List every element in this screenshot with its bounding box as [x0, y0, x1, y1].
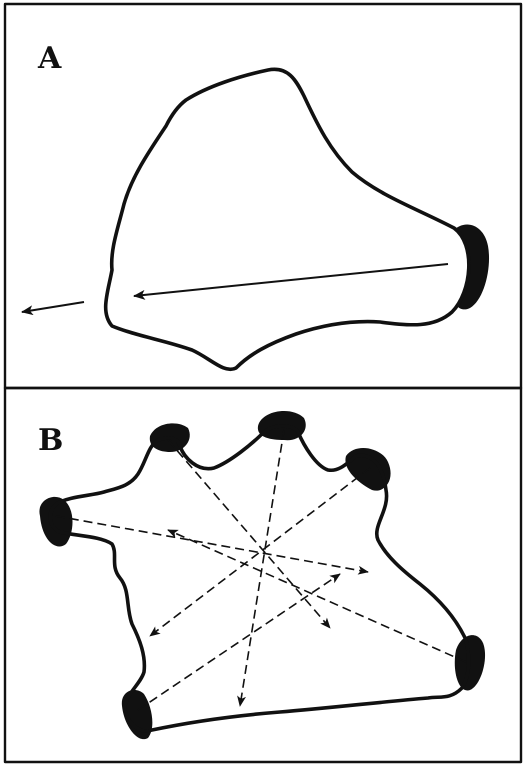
panel-b-frame — [5, 388, 521, 762]
migration-direction-arrow — [22, 302, 84, 312]
cell-outline-b — [50, 426, 468, 731]
traction-arrow — [168, 530, 466, 662]
panel-b: B — [38, 411, 485, 739]
cell-outline-a — [106, 69, 469, 369]
panel-a: A — [22, 41, 489, 369]
panel-b-label: B — [38, 423, 63, 458]
traction-arrow — [150, 468, 370, 636]
traction-arrow — [168, 440, 330, 628]
panel-a-label: A — [37, 41, 62, 76]
traction-arrow — [56, 516, 368, 572]
traction-arrow — [138, 574, 340, 710]
